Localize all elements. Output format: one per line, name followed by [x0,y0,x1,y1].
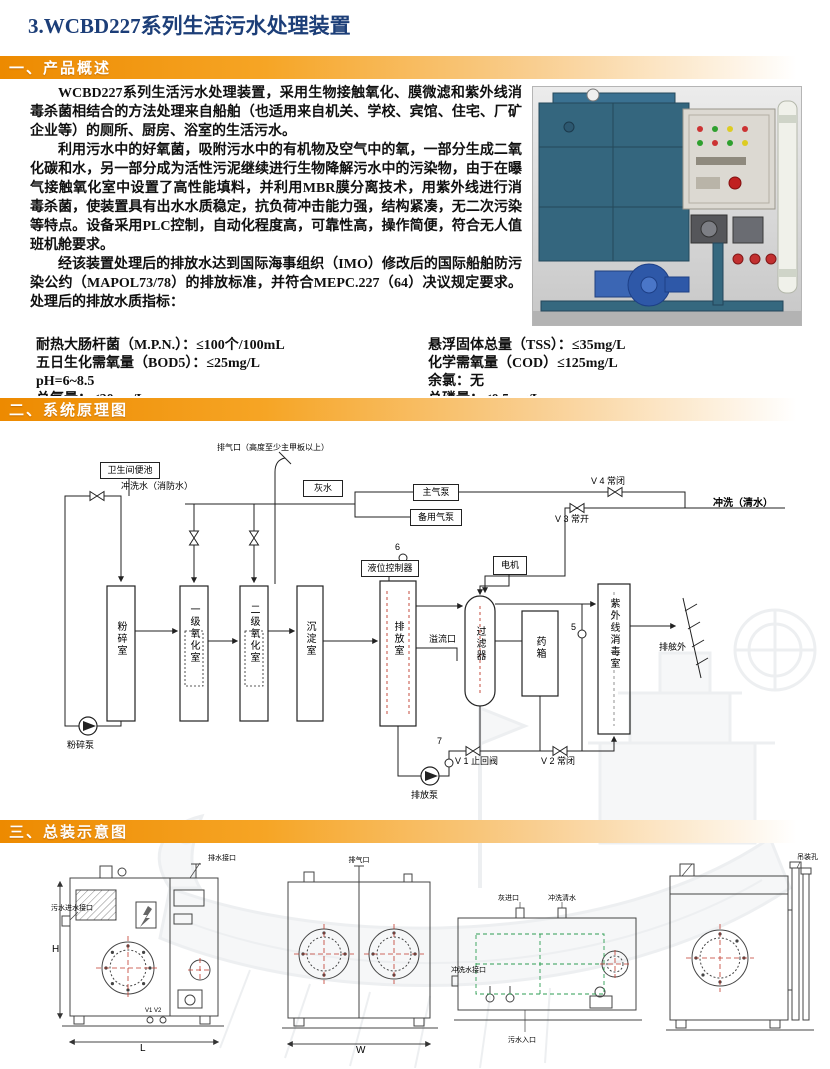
tank-label-crush: 粉碎室 [115,621,126,657]
product-photo-illustration [533,87,801,325]
assembly-drawings: H L 排水接口 污水进水接口 V1 V2 [0,846,830,1066]
membrane-lines [386,591,481,716]
pressure-gauge [586,88,600,102]
flush-clean-water-label: 冲洗清水 [548,893,576,902]
photo-motors [690,214,764,244]
sewage-inlet-label: 污水入口 [508,1035,536,1044]
grey-water-label: 灰水 [303,480,343,497]
valve-handwheel [749,253,761,265]
spec-item: 耐热大肠杆菌（M.P.N.）：≤100个/100mL [36,338,285,353]
hull-outboard [682,597,709,679]
grey-inlet-label: 灰进口 [498,893,519,902]
page-title: 3.WCBD227系列生活污水处理装置 [28,14,351,38]
valves [89,487,623,768]
section1-header-label: 一、产品概述 [9,60,112,77]
spec-item: 五日生化需氧量（BOD5）：≤25mg/L [36,356,260,371]
backup-air-pump-label: 备用气泵 [410,509,462,526]
valve-handwheel [765,253,777,265]
centerlines [96,936,212,1000]
overview-paragraph-2: 利用污水中的好氧菌，吸附污水中的有机物及空气中的氧，一部分生成二氧化碳和水，另一… [30,143,522,253]
emergency-button [728,176,742,190]
num-6: 6 [395,542,401,552]
outboard-label: 排舷外 [659,642,687,652]
filter-label: 过滤器 [474,626,485,662]
pipework [64,451,785,777]
spec-column-left: 耐热大肠杆菌（M.P.N.）：≤100个/100mL 五日生化需氧量（BOD5）… [30,337,428,396]
system-schematic: 排气口（高度至少主甲板以上） 卫生间便池 冲洗水（消防水） 灰水 主气泵 备用气… [25,426,805,816]
spec-item: pH=6~8.5 [36,374,95,389]
plan-dashed-lines [475,933,605,995]
overview-paragraph-3: 经该装置处理后的排放水达到国际海事组织（IMO）修改后的国际船舶防污染公约（MA… [30,257,522,310]
flush-fire-label: 冲洗水（消防水） [121,481,194,491]
pumps [78,716,440,786]
photo-membrane-cylinder [777,100,798,294]
valve-v3 [569,503,585,513]
tank-oxidation-2 [239,585,269,722]
drain-port-label: 排水接口 [208,853,236,862]
sewage-inlet-port-label: 污水进水接口 [51,903,93,912]
section2-header-label: 二、系统原理图 [9,402,129,419]
valve-v2-label: V 2 常闭 [541,756,576,766]
discharge-pump-label: 排放泵 [411,790,439,800]
num-7: 7 [437,736,443,746]
assembly-view-membrane-side: 吊装孔 [660,850,822,1059]
tank-oxidation-1 [179,585,209,722]
tank-label-ox2: 二级氧化室 [248,604,259,664]
section2-header-bar: 二、系统原理图 [0,398,830,421]
overview-paragraph-1: WCBD227系列生活污水处理装置，采用生物接触氧化、膜微滤和紫外线消毒杀菌相结… [30,86,522,139]
valve-v4-label: V 4 常闭 [591,476,626,486]
spec-column-right: 悬浮固体总量（TSS）：≤35mg/L 化学需氧量（COD）≤125mg/L 余… [428,337,625,396]
tank-settling [296,585,324,722]
electric-hazard-icon [140,906,152,927]
dosing-box-label: 药箱 [534,636,545,660]
valve-v4 [607,487,623,497]
assembly-view-plan: 灰进口 冲洗清水 冲洗水接口 污水入口 [450,880,650,1055]
valve-handwheel [732,253,744,265]
spec-item: 余氯：无 [428,374,484,389]
spec-item: 悬浮固体总量（TSS）：≤35mg/L [428,338,626,353]
spec-list: 耐热大肠杆菌（M.P.N.）：≤100个/100mL 五日生化需氧量（BOD5）… [30,332,802,396]
overflow-label: 溢流口 [429,634,457,644]
num-5: 5 [571,622,577,632]
v1v2-label: V1 V2 [145,1008,162,1014]
valve-v3-label: V 3 常开 [555,514,590,524]
photo-pump [594,263,690,307]
level-controller-label: 液位控制器 [361,560,419,577]
vent-port-label: 排气口 [349,855,370,864]
valve-v1-label: V 1 止回阀 [455,756,499,766]
lifting-hole-label: 吊装孔 [797,852,818,861]
valve-v1 [465,746,481,756]
section1-header-bar: 一、产品概述 [0,56,830,79]
photo-tank-body [538,88,690,262]
dimension-h: H [52,944,59,955]
tank-label-discharge: 排放室 [392,621,403,657]
membrane-tube [791,867,800,1021]
dimension-l: L [140,1043,146,1054]
main-air-pump-label: 主气泵 [413,484,459,501]
section3-header-label: 三、总装示意图 [9,824,129,841]
tank-label-settle: 沉淀室 [304,621,315,657]
section3-header-bar: 三、总装示意图 [0,820,830,843]
product-photo [532,86,802,326]
schematic-drawing [64,451,785,786]
crush-pump-label: 粉碎泵 [67,740,95,750]
membrane-tube [802,873,810,1021]
tank-label-ox1: 一级氧化室 [188,604,199,664]
vent-label: 排气口（高度至少主甲板以上） [217,443,329,452]
motor-label: 电机 [493,556,527,575]
assembly-view-side: H L 排水接口 污水进水接口 V1 V2 [50,850,240,1059]
valve-v2 [552,746,568,756]
flush-clean-label: 冲洗（清水） [713,498,773,509]
uv-chamber [597,583,631,735]
assembly-view-end: 排气口 W [274,852,446,1059]
uv-room-label: 紫外线消毒室 [608,598,619,670]
spec-item: 总氮量：≤20mg/L [36,391,428,396]
overview-section: WCBD227系列生活污水处理装置，采用生物接触氧化、膜微滤和紫外线消毒杀菌相结… [30,84,802,396]
dimension-w: W [356,1045,366,1054]
toilet-label: 卫生间便池 [100,462,160,479]
spec-item: 化学需氧量（COD）≤125mg/L [428,356,618,371]
flush-port-label: 冲洗水接口 [451,965,486,974]
photo-control-cabinet [682,108,776,210]
spec-item: 总磷量：≤0.5mg/L [428,391,625,396]
